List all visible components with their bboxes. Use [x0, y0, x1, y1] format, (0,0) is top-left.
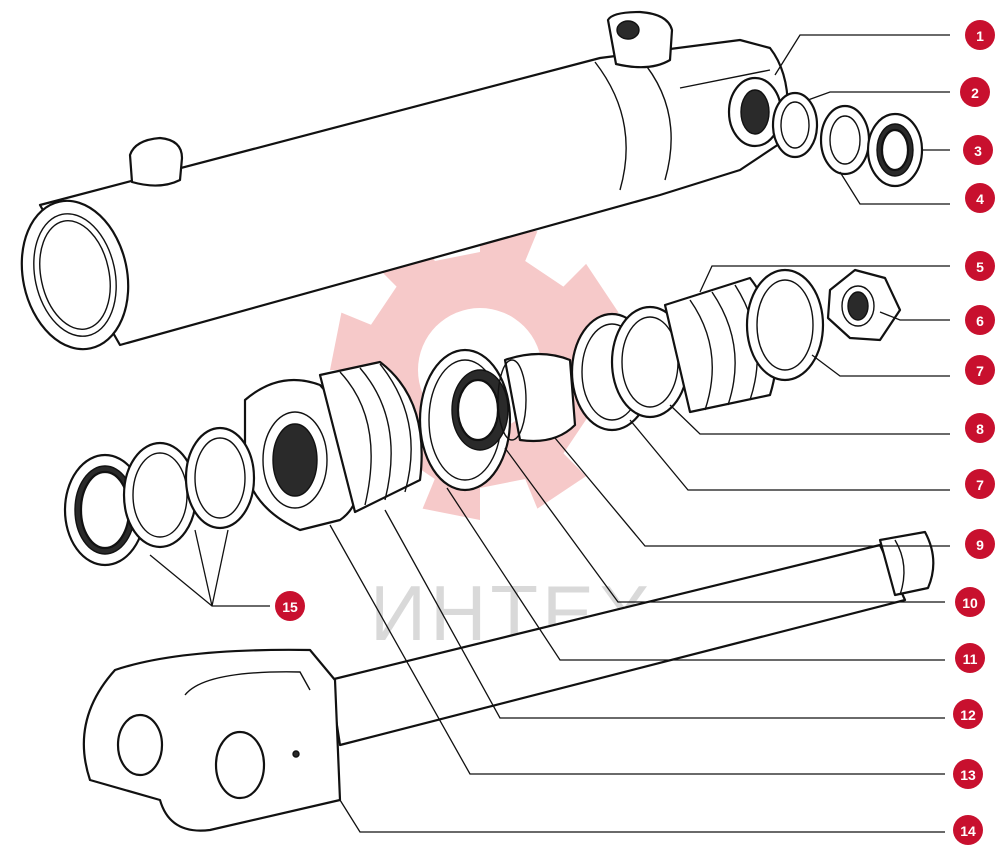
leader-line-5	[699, 265, 950, 293]
callout-badge-label: 13	[960, 767, 976, 783]
callout-badge-label: 1	[976, 28, 984, 44]
callout-badge-label: 11	[963, 651, 978, 667]
callout-badge-circle	[953, 759, 983, 789]
leader-line-13	[329, 524, 945, 775]
callout-badge-circle	[955, 643, 985, 673]
leader-line-2	[807, 91, 950, 101]
callout-badge-label: 14	[960, 823, 976, 839]
callout-badge-circle	[965, 529, 995, 559]
callout-badge-8[interactable]: 8	[965, 413, 995, 443]
callout-badge-15[interactable]: 15	[275, 591, 305, 621]
leader-line-6	[879, 311, 950, 321]
leader-line-10	[504, 447, 945, 603]
leader-line-7	[811, 354, 950, 377]
head-seal-set	[771, 91, 924, 188]
callout-badge-1[interactable]: 1	[965, 20, 995, 50]
leader-line-7	[629, 419, 950, 491]
callout-badge-label: 10	[962, 595, 978, 611]
leader-line-11	[446, 487, 945, 661]
callout-badge-circle	[953, 815, 983, 845]
leader-line-15-branch-2	[211, 529, 229, 607]
callout-badge-circle	[953, 699, 983, 729]
callout-badge-14[interactable]: 14	[953, 815, 983, 845]
leader-line-9	[554, 437, 950, 547]
callout-badge-5[interactable]: 5	[965, 251, 995, 281]
leader-line-4	[839, 171, 950, 205]
callout-badge-label: 7	[976, 363, 984, 379]
piston-rod	[82, 530, 935, 832]
callout-badge-label: 8	[976, 421, 984, 437]
callout-badge-13[interactable]: 13	[953, 759, 983, 789]
callout-badge-7[interactable]: 7	[965, 355, 995, 385]
leader-line-15-branch-1	[194, 529, 213, 607]
callout-badge-circle	[965, 305, 995, 335]
leader-lines	[149, 34, 950, 833]
callout-badge-label: 15	[282, 599, 298, 615]
callout-badge-circle	[963, 135, 993, 165]
leader-line-1	[774, 34, 950, 76]
leader-line-12	[384, 509, 945, 719]
callout-badge-9[interactable]: 9	[965, 529, 995, 559]
callout-badge-6[interactable]: 6	[965, 305, 995, 335]
callout-badge-10[interactable]: 10	[955, 587, 985, 617]
callout-badge-label: 3	[974, 143, 982, 159]
leader-line-8	[669, 404, 950, 435]
callout-badge-3[interactable]: 3	[963, 135, 993, 165]
callout-badge-circle	[965, 413, 995, 443]
callout-badge-7[interactable]: 7	[965, 469, 995, 499]
callout-badge-circle	[965, 469, 995, 499]
callout-badge-label: 9	[976, 537, 984, 553]
callout-badge-label: 2	[971, 85, 979, 101]
callout-badge-12[interactable]: 12	[953, 699, 983, 729]
callout-badge-4[interactable]: 4	[965, 183, 995, 213]
wiper-seal-set	[63, 426, 256, 567]
leader-line-14	[339, 799, 945, 833]
callout-badge-label: 7	[976, 477, 984, 493]
cylinder-barrel	[20, 10, 789, 351]
callout-badge-circle	[960, 77, 990, 107]
callout-badge-11[interactable]: 11	[955, 643, 985, 673]
callout-badge-circle	[275, 591, 305, 621]
piston-assembly	[243, 268, 902, 532]
callout-badge-circle	[965, 251, 995, 281]
callout-badge-circle	[965, 355, 995, 385]
callout-badge-2[interactable]: 2	[960, 77, 990, 107]
callout-badge-label: 4	[976, 191, 984, 207]
callout-badge-label: 6	[976, 313, 984, 329]
callout-badge-circle	[965, 183, 995, 213]
callout-badge-label: 12	[960, 707, 976, 723]
callout-badge-circle	[955, 587, 985, 617]
callout-badge-circle	[965, 20, 995, 50]
callout-badge-label: 5	[976, 259, 984, 275]
